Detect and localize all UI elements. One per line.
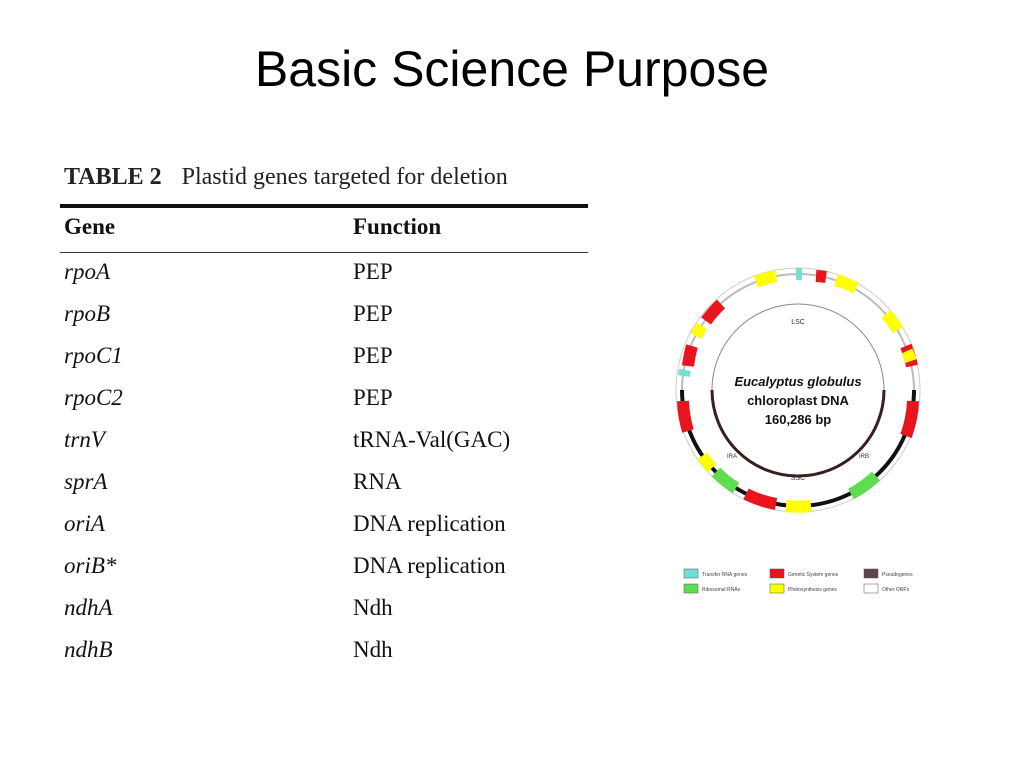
chloroplast-genome-map: LSC SSC IRA IRB Eucalyptus globulus chlo…	[636, 236, 966, 606]
gene-name: rpoC1	[64, 343, 123, 368]
gene-name: trnV	[64, 427, 105, 452]
gene-function: DNA replication	[353, 553, 506, 578]
table-caption: TABLE 2 Plastid genes targeted for deleti…	[64, 164, 508, 191]
table-row: ndhA Ndh	[64, 595, 584, 625]
legend-label: Transfer RNA genes	[702, 572, 748, 578]
table-label: TABLE 2	[64, 164, 162, 190]
legend-label: Ribosomal RNAs	[702, 587, 741, 593]
inverted-repeat-arc	[710, 389, 886, 478]
table-top-rule	[60, 204, 588, 208]
table-row: oriB* DNA replication	[64, 553, 584, 583]
gene-function: Ndh	[353, 637, 393, 662]
gene-function: DNA replication	[353, 511, 506, 536]
gene-function: PEP	[353, 343, 393, 368]
gene-name: rpoA	[64, 259, 110, 284]
table-row: trnV tRNA-Val(GAC)	[64, 427, 584, 457]
legend-label: Photosynthesis genes	[788, 587, 837, 593]
gene-function: PEP	[353, 385, 393, 410]
gene-name: rpoB	[64, 301, 110, 326]
table-row: rpoB PEP	[64, 301, 584, 331]
gene-ring	[675, 267, 921, 513]
column-header-function: Function	[353, 214, 442, 239]
table-row: rpoC1 PEP	[64, 343, 584, 373]
table-caption-text: Plastid genes targeted for deletion	[181, 164, 508, 190]
legend-swatch	[863, 583, 879, 594]
gene-name: rpoC2	[64, 385, 123, 410]
legend-label: Other ORFs	[882, 587, 909, 593]
genome-size: 160,286 bp	[765, 412, 832, 427]
genome-organism: Eucalyptus globulus	[734, 374, 861, 389]
gene-name: oriB*	[64, 553, 117, 578]
gene-function: tRNA-Val(GAC)	[353, 427, 511, 452]
legend-swatch	[683, 568, 699, 579]
legend-swatch	[683, 583, 699, 594]
region-label-irb: IRB	[859, 454, 869, 460]
table-row: sprA RNA	[64, 469, 584, 499]
column-header-gene: Gene	[64, 214, 116, 239]
region-label-ira: IRA	[727, 454, 737, 460]
table-row: rpoA PEP	[64, 259, 584, 289]
gene-name: ndhB	[64, 637, 113, 662]
region-label-ssc: SSC	[791, 475, 805, 482]
gene-function: PEP	[353, 301, 393, 326]
table-row: rpoC2 PEP	[64, 385, 584, 415]
gene-function: Ndh	[353, 595, 393, 620]
genome-molecule: chloroplast DNA	[747, 393, 849, 408]
table-row: oriA DNA replication	[64, 511, 584, 541]
table-header-rule	[60, 252, 588, 253]
genome-map-legend: Transfer RNA genes Genetic System genes …	[683, 568, 913, 594]
gene-name: sprA	[64, 469, 108, 494]
legend-label: Genetic System genes	[788, 572, 839, 578]
table-row: ndhB Ndh	[64, 637, 584, 667]
legend-swatch	[863, 568, 879, 579]
region-label-lsc: LSC	[791, 319, 805, 326]
gene-function: RNA	[353, 469, 402, 494]
gene-name: ndhA	[64, 595, 113, 620]
legend-label: Pseudogenes	[882, 572, 913, 578]
legend-swatch	[769, 583, 785, 594]
gene-function: PEP	[353, 259, 393, 284]
legend-swatch	[769, 568, 785, 579]
slide-title: Basic Science Purpose	[254, 41, 770, 97]
gene-name: oriA	[64, 511, 105, 536]
